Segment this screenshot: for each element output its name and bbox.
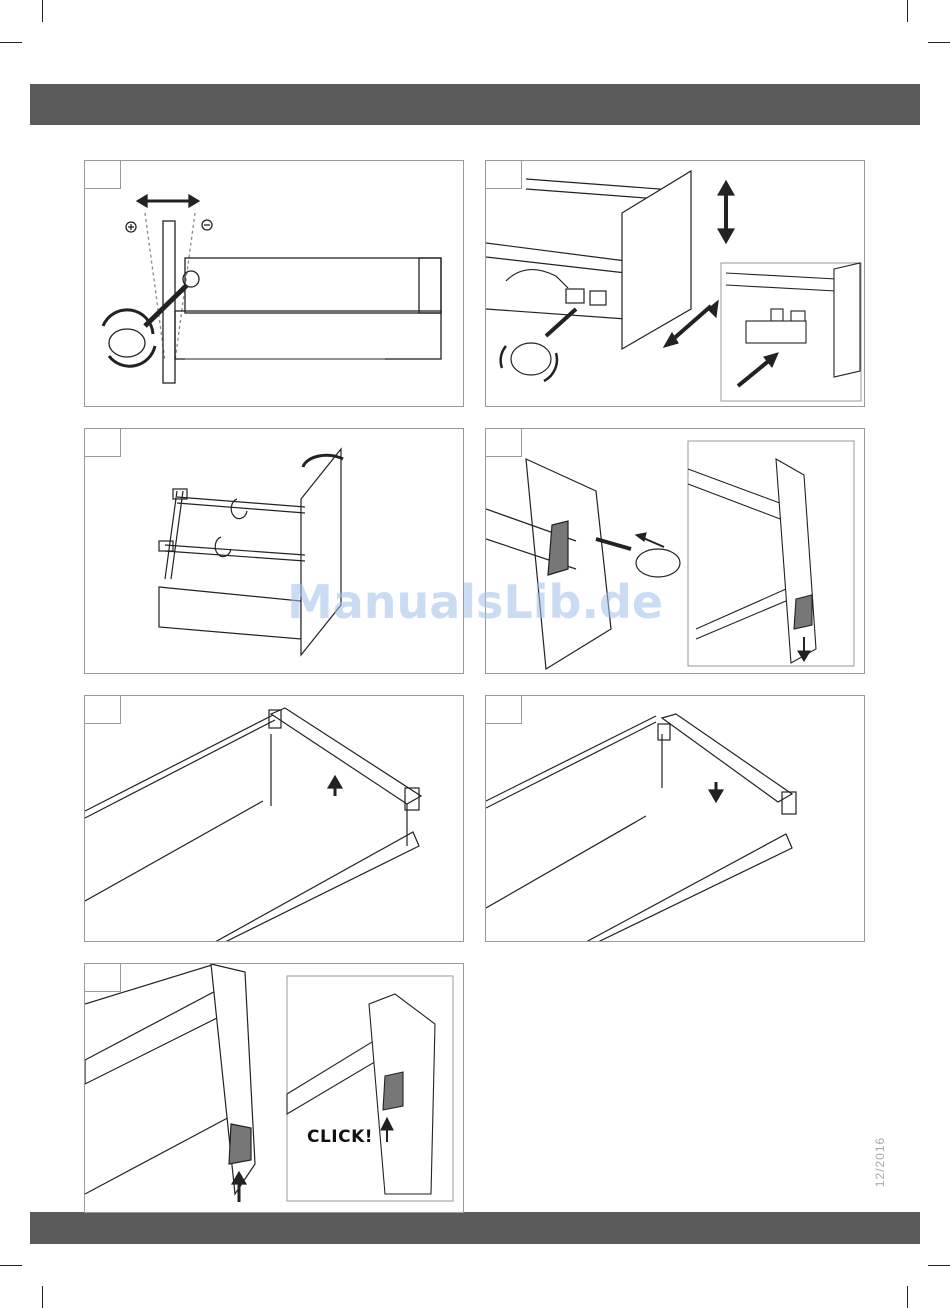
click-label: CLICK!	[307, 1127, 373, 1147]
step-1-panel	[84, 160, 464, 407]
footer-bar	[30, 1212, 920, 1244]
crop-mark	[907, 1286, 908, 1308]
date-text: 12/2016	[873, 1132, 887, 1192]
crop-mark	[0, 1265, 22, 1266]
step-3-panel	[84, 428, 464, 674]
step-6-panel	[485, 695, 865, 942]
crop-mark	[0, 42, 22, 43]
crop-mark	[928, 42, 950, 43]
crop-mark	[42, 0, 43, 22]
step-2-panel	[485, 160, 865, 407]
step-7-panel: CLICK!	[84, 963, 464, 1213]
footer-date: 12/2016	[870, 1130, 890, 1200]
crop-mark	[907, 0, 908, 22]
header-bar	[30, 84, 920, 125]
step-5-panel	[84, 695, 464, 942]
step-4-panel	[485, 428, 865, 674]
crop-mark	[42, 1286, 43, 1308]
crop-mark	[928, 1265, 950, 1266]
